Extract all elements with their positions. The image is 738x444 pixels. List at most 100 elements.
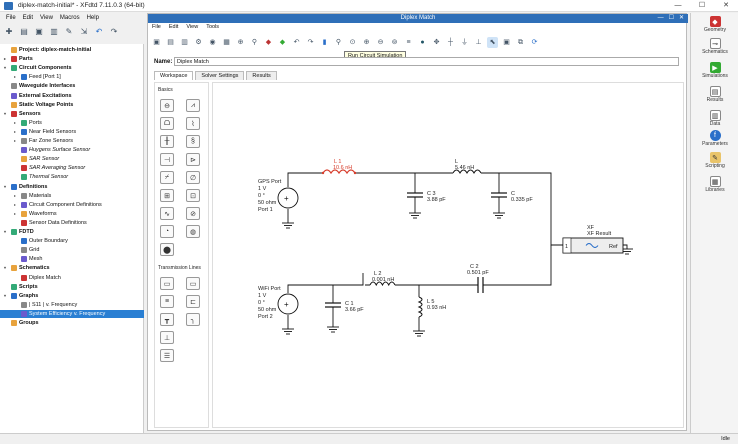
panel-schematics[interactable]: ⊸Schematics — [693, 37, 737, 59]
tab-workspace[interactable]: Workspace — [154, 71, 193, 80]
gps-port-source[interactable]: + — [278, 188, 298, 208]
zoom-fit-icon[interactable]: ⊙ — [347, 37, 358, 48]
tree-item[interactable]: Outer Boundary — [0, 237, 144, 245]
expand-arrow-icon[interactable]: ▾ — [4, 183, 9, 191]
zoom-in-icon[interactable]: ⊕ — [361, 37, 372, 48]
minimize-button[interactable]: — — [666, 0, 690, 12]
menu-macros[interactable]: Macros — [60, 15, 80, 21]
capacitor-2-icon[interactable]: ⊣ — [160, 153, 174, 166]
tree-item[interactable]: Thermal Sensor — [0, 173, 144, 181]
tree-item[interactable]: Project: diplex-match-initial — [0, 46, 144, 54]
tree-item[interactable]: SAR Sensor — [0, 155, 144, 163]
tree-item[interactable]: ▸Waveforms — [0, 210, 144, 218]
expand-arrow-icon[interactable]: ▸ — [4, 55, 9, 63]
null-icon[interactable]: ∅ — [186, 171, 200, 184]
undo-icon[interactable]: ↶ — [291, 37, 302, 48]
tree-item[interactable]: ▸Near Field Sensors — [0, 128, 144, 136]
name-input[interactable]: Diplex Match — [174, 57, 679, 66]
schematic-menu-file[interactable]: File — [152, 24, 161, 30]
export-schematic-icon[interactable]: ▥ — [179, 37, 190, 48]
expand-arrow-icon[interactable]: ▾ — [4, 64, 9, 72]
menu-file[interactable]: File — [6, 15, 16, 21]
tree-item[interactable]: Grid — [0, 246, 144, 254]
tree-item[interactable]: ▾Circuit Components — [0, 64, 144, 72]
select-icon[interactable]: ⬉ — [487, 37, 498, 48]
capacitor-icon[interactable]: ╫ — [160, 135, 174, 148]
refresh-icon[interactable]: ⟳ — [529, 37, 540, 48]
tab-solver-settings[interactable]: Solver Settings — [195, 71, 244, 80]
tab-results[interactable]: Results — [246, 71, 276, 80]
capacitor-c[interactable] — [491, 193, 507, 197]
tline-bend-icon[interactable]: ╮ — [186, 313, 200, 326]
properties-icon[interactable]: ▣ — [501, 37, 512, 48]
inductor-icon[interactable]: ᗝ — [160, 117, 174, 130]
panel-results[interactable]: ▤Results — [693, 85, 737, 107]
current-source-icon[interactable]: ⊘ — [186, 207, 200, 220]
component-red-icon[interactable]: ◆ — [263, 37, 274, 48]
grid-icon[interactable]: ▦ — [221, 37, 232, 48]
tree-item[interactable]: Waveguide Interfaces — [0, 82, 144, 90]
find-icon[interactable]: ⚲ — [333, 37, 344, 48]
redo-icon[interactable]: ↷ — [108, 26, 120, 38]
schematic-menu-edit[interactable]: Edit — [169, 24, 178, 30]
probe-icon[interactable]: ◍ — [186, 225, 200, 238]
capacitor-c3[interactable] — [407, 193, 423, 197]
copy-icon[interactable]: ⧉ — [515, 37, 526, 48]
port-icon[interactable]: ⊕ — [235, 37, 246, 48]
tree-item[interactable]: Mesh — [0, 255, 144, 263]
panel-geometry[interactable]: ◆Geometry — [693, 15, 737, 37]
close-button[interactable]: ✕ — [714, 0, 738, 12]
menu-view[interactable]: View — [40, 15, 53, 21]
component-green-icon[interactable]: ◆ — [277, 37, 288, 48]
tree-item[interactable]: ▸Far Zone Sensors — [0, 137, 144, 145]
save-as-icon[interactable]: ▥ — [48, 26, 60, 38]
schematic-canvas[interactable]: + + — [212, 82, 684, 428]
schematic-menu-tools[interactable]: Tools — [206, 24, 219, 30]
port-source-icon[interactable]: ⊖ — [160, 99, 174, 112]
two-port-icon[interactable]: ⊡ — [186, 189, 200, 202]
tree-item[interactable]: Static Voltage Points — [0, 101, 144, 109]
pin-icon[interactable]: ⊥ — [473, 37, 484, 48]
tree-item[interactable]: External Excitations — [0, 92, 144, 100]
tree-item[interactable]: ▸Circuit Component Definitions — [0, 201, 144, 209]
panel-scripting[interactable]: ✎Scripting — [693, 151, 737, 173]
ground-icon[interactable]: ⏚ — [459, 37, 470, 48]
diode-icon[interactable]: ⊳ — [186, 153, 200, 166]
resistor-2-icon[interactable]: ⌇ — [186, 117, 200, 130]
expand-arrow-icon[interactable]: ▸ — [14, 128, 19, 136]
tree-item[interactable]: Diplex Match — [0, 274, 144, 282]
tline-2-icon[interactable]: ▭ — [186, 277, 200, 290]
tree-item[interactable]: ▸Materials — [0, 192, 144, 200]
tree-item[interactable]: ▾Definitions — [0, 183, 144, 191]
tline-open-icon[interactable]: ⊏ — [186, 295, 200, 308]
schematic-maximize-button[interactable]: ☐ — [669, 14, 674, 23]
link-icon[interactable]: ⚲ — [249, 37, 260, 48]
tree-item[interactable]: ▾Schematics — [0, 264, 144, 272]
maximize-button[interactable]: ☐ — [690, 0, 714, 12]
zoom-out-icon[interactable]: ⊖ — [375, 37, 386, 48]
expand-arrow-icon[interactable]: ▾ — [4, 264, 9, 272]
tree-item[interactable]: ▾Sensors — [0, 110, 144, 118]
capacitor-c1[interactable] — [325, 303, 341, 307]
tline-step-icon[interactable]: ☰ — [160, 349, 174, 362]
switch-icon[interactable]: ⌿ — [160, 171, 174, 184]
resistor-icon[interactable]: ⩘ — [186, 99, 200, 112]
tline-tee-icon[interactable]: ┳ — [160, 313, 174, 326]
expand-arrow-icon[interactable]: ▸ — [14, 201, 19, 209]
new-schematic-icon[interactable]: ▤ — [165, 37, 176, 48]
expand-arrow-icon[interactable]: ▾ — [4, 110, 9, 118]
save-icon[interactable]: ▣ — [33, 26, 45, 38]
tree-item[interactable]: ▾FDTD — [0, 228, 144, 236]
tree-item[interactable]: System Efficiency v. Frequency — [0, 310, 144, 318]
menu-edit[interactable]: Edit — [23, 15, 33, 21]
tree-item[interactable]: Scripts — [0, 283, 144, 291]
expand-arrow-icon[interactable]: ▸ — [14, 137, 19, 145]
tline-coupled-icon[interactable]: ≡ — [160, 295, 174, 308]
tree-item[interactable]: ▸Ports — [0, 119, 144, 127]
menu-help[interactable]: Help — [87, 15, 99, 21]
panel-simulations[interactable]: ▶Simulations — [693, 61, 737, 83]
wire-icon[interactable]: ┼ — [445, 37, 456, 48]
new-icon[interactable]: ✚ — [3, 26, 15, 38]
tree-item[interactable]: ▾Graphs — [0, 292, 144, 300]
panel-libraries[interactable]: ▦Libraries — [693, 175, 737, 197]
